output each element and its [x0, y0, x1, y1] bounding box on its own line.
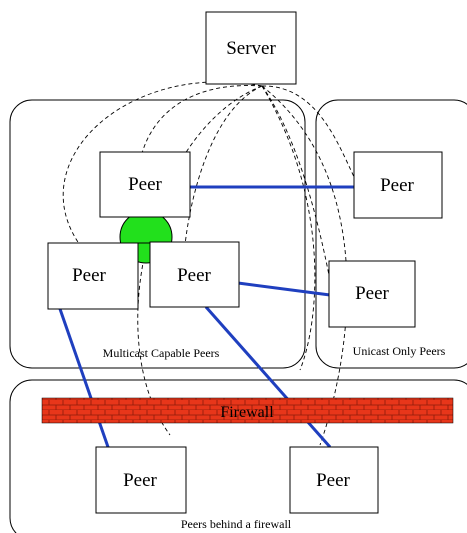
multicast-peer-top-label: Peer — [128, 174, 162, 195]
multicast-peer-right: Peer — [149, 241, 240, 308]
firewall-region — [9, 379, 467, 533]
link-peer-right-to-firewalled — [204, 306, 332, 448]
server-node: Server — [205, 11, 297, 85]
multicast-peer-right-label: Peer — [177, 265, 211, 286]
firewall-wall — [41, 397, 454, 424]
multicast-peer-left-label: Peer — [72, 265, 106, 286]
link-peer-left-to-firewalled — [58, 308, 110, 448]
unicast-region — [315, 99, 467, 369]
unicast-region-label: Unicast Only Peers — [353, 344, 446, 358]
unicast-peer-top-label: Peer — [380, 175, 414, 196]
firewall-region-label: Peers behind a firewall — [181, 517, 292, 531]
link-multicast-to-unicast-bottom — [237, 281, 331, 297]
unicast-peer-top: Peer — [353, 151, 443, 219]
multicast-peer-left: Peer — [47, 242, 139, 310]
firewalled-peer-left: Peer — [95, 446, 187, 514]
multicast-peer-top: Peer — [99, 151, 191, 218]
firewall-label: Firewall — [220, 404, 274, 421]
unicast-peer-bottom: Peer — [328, 260, 416, 328]
server-label: Server — [226, 38, 276, 59]
firewalled-peer-right: Peer — [289, 446, 379, 514]
firewall: Firewall — [41, 397, 454, 424]
multicast-region-label: Multicast Capable Peers — [103, 346, 220, 360]
peer-links — [58, 185, 356, 448]
firewalled-peer-right-label: Peer — [316, 470, 350, 491]
multicast-region — [9, 99, 306, 369]
firewalled-peer-left-label: Peer — [123, 470, 157, 491]
unicast-peer-bottom-label: Peer — [355, 283, 389, 304]
